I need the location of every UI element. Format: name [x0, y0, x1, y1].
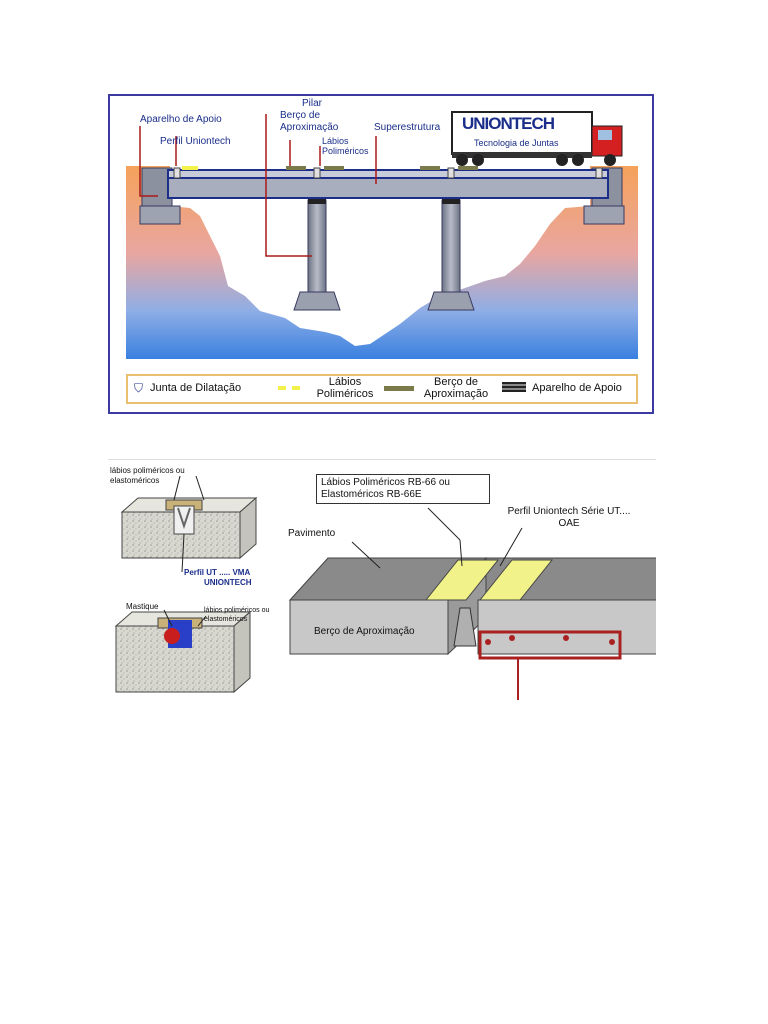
aparelho-swatch: [502, 382, 526, 392]
berco-detail-label: Berço de Aproximação: [314, 626, 415, 637]
berco-swatch: [384, 386, 414, 391]
superestrutura-label: Superestrutura: [374, 122, 441, 133]
labios-swatch-2: [292, 386, 300, 390]
legend-junta: Junta de Dilatação: [150, 382, 242, 394]
legend-berco: Berço de Aproximação: [423, 376, 489, 400]
labios-label: Lábios Poliméricos: [322, 136, 369, 156]
bridge-diagram: Aparelho de Apoio Perfil Uniontech Pilar…: [108, 94, 654, 414]
legend: ⛉ Junta de Dilatação Lábios Poliméricos …: [126, 374, 638, 404]
aparelho-label: Aparelho de Apoio: [140, 114, 222, 125]
junta-icon: ⛉: [134, 381, 144, 395]
perfil-label: Perfil Uniontech: [160, 136, 231, 147]
truck-tagline: Tecnologia de Juntas: [474, 138, 559, 148]
detail-perfil-label: Perfil UT ..... VMA: [184, 568, 251, 577]
berco-label: Berço de Aproximação: [280, 110, 339, 133]
detail-labios-label-2: lábios poliméricos ou elastoméricos: [204, 607, 270, 623]
uniontech-logo: UNIONTECH: [462, 114, 555, 133]
truck-icon: [451, 111, 623, 166]
bridge-illustration: [126, 111, 638, 359]
pavimento-label: Pavimento: [288, 528, 336, 539]
right-perfil-label: Perfil Uniontech Série UT.... OAE: [507, 506, 631, 529]
labios-swatch: [278, 386, 286, 390]
divider: [108, 459, 656, 460]
detail-uniontech-label: UNIONTECH: [204, 578, 252, 587]
detail-labios-label: lábios poliméricos ou elastoméricos: [110, 466, 185, 485]
joint-detail-illustration: [114, 475, 656, 700]
legend-aparelho: Aparelho de Apoio: [532, 382, 622, 394]
pilar-label: Pilar: [302, 98, 323, 109]
legend-labios: Lábios Poliméricos: [316, 376, 374, 400]
right-labios-label: Lábios Poliméricos RB-66 ou Elastomérico…: [316, 474, 490, 504]
joint-detail-diagram: lábios poliméricos ou elastoméricos Perf…: [108, 460, 656, 700]
mastique-label: Mastique: [126, 602, 159, 611]
